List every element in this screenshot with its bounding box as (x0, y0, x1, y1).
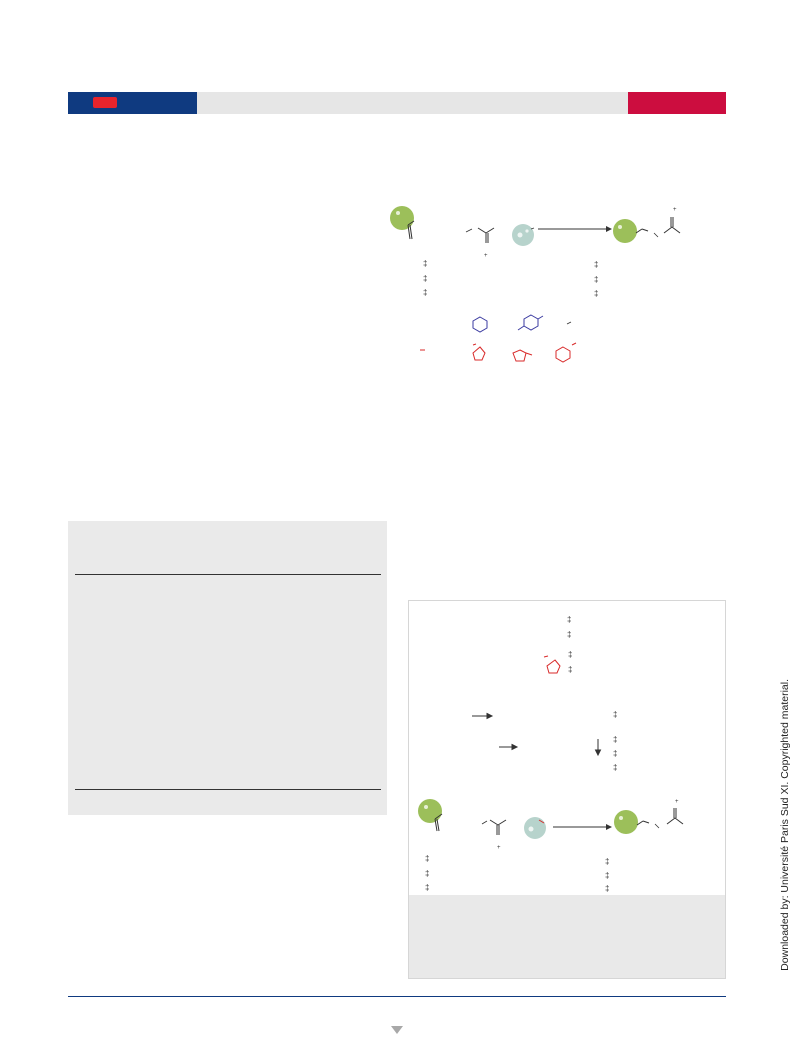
svg-text:‡: ‡ (567, 615, 571, 624)
substrate-structure: + (465, 227, 495, 259)
reaction-scheme-bottom: ‡ ‡ ‡ ‡ ‡ ‡ ‡ ‡ + (418, 615, 684, 893)
journal-badge (93, 97, 117, 108)
resin-bead-bottom (418, 799, 443, 832)
reaction-scheme-top: + + ‡ ‡ ‡ ‡ ‡ ‡ (390, 206, 681, 363)
heteroaryl-groups-red (420, 342, 577, 363)
svg-text:‡: ‡ (423, 288, 427, 297)
dagger-markers-upper: ‡ ‡ ‡ ‡ (567, 615, 572, 674)
dagger-markers-lower-right: ‡ ‡ ‡ (605, 857, 609, 893)
svg-text:‡: ‡ (594, 289, 598, 298)
svg-text:+: + (497, 845, 501, 851)
table-rule-bottom (75, 789, 381, 790)
svg-text:‡: ‡ (613, 749, 617, 758)
svg-text:‡: ‡ (423, 259, 427, 268)
dagger-markers-right: ‡ ‡ ‡ (594, 260, 598, 298)
svg-text:+: + (673, 207, 677, 213)
svg-text:‡: ‡ (568, 650, 572, 659)
aryl-groups-blue (472, 314, 544, 333)
watermark-text: Downloaded by: Université Paris Sud XI. … (779, 679, 791, 971)
dagger-markers-middle: ‡ ‡ ‡ ‡ (613, 710, 617, 772)
header-bar-grey (197, 92, 628, 114)
svg-text:‡: ‡ (425, 883, 429, 892)
footer-rule (68, 996, 726, 997)
product-structure: + (613, 207, 681, 243)
svg-text:‡: ‡ (425, 854, 429, 863)
header-bar-blue (68, 92, 197, 114)
svg-text:‡: ‡ (594, 260, 598, 269)
dagger-markers-left: ‡ ‡ ‡ (423, 259, 427, 297)
copyright-watermark: Downloaded by: Université Paris Sud XI. … (779, 679, 791, 975)
reaction-arrow-bottom (553, 824, 612, 830)
resin-bead (390, 206, 415, 240)
svg-text:‡: ‡ (567, 630, 571, 639)
svg-text:‡: ‡ (613, 735, 617, 744)
svg-text:‡: ‡ (423, 274, 427, 283)
heteroaryl-red (543, 655, 561, 674)
substrate-structure-bottom: + (481, 819, 507, 851)
svg-text:‡: ‡ (594, 275, 598, 284)
process-arrows (472, 712, 602, 757)
table-panel (68, 521, 387, 815)
svg-text:+: + (675, 799, 679, 805)
svg-text:‡: ‡ (605, 871, 609, 880)
header-bar-red (628, 92, 726, 114)
svg-text:‡: ‡ (425, 869, 429, 878)
figure-caption-panel (409, 895, 725, 978)
svg-text:‡: ‡ (568, 665, 572, 674)
table-rule-top (75, 574, 381, 575)
svg-text:‡: ‡ (605, 884, 609, 893)
reaction-arrow (538, 226, 612, 232)
svg-text:‡: ‡ (613, 763, 617, 772)
svg-text:‡: ‡ (605, 857, 609, 866)
triangle-down-icon (391, 1026, 403, 1034)
svg-text:‡: ‡ (613, 710, 617, 719)
product-structure-bottom: + (614, 799, 684, 834)
reagent-bead (512, 224, 535, 246)
reagent-bead-bottom (524, 817, 546, 839)
dagger-markers-lower-left: ‡ ‡ ‡ (425, 854, 429, 892)
svg-text:+: + (484, 253, 488, 259)
